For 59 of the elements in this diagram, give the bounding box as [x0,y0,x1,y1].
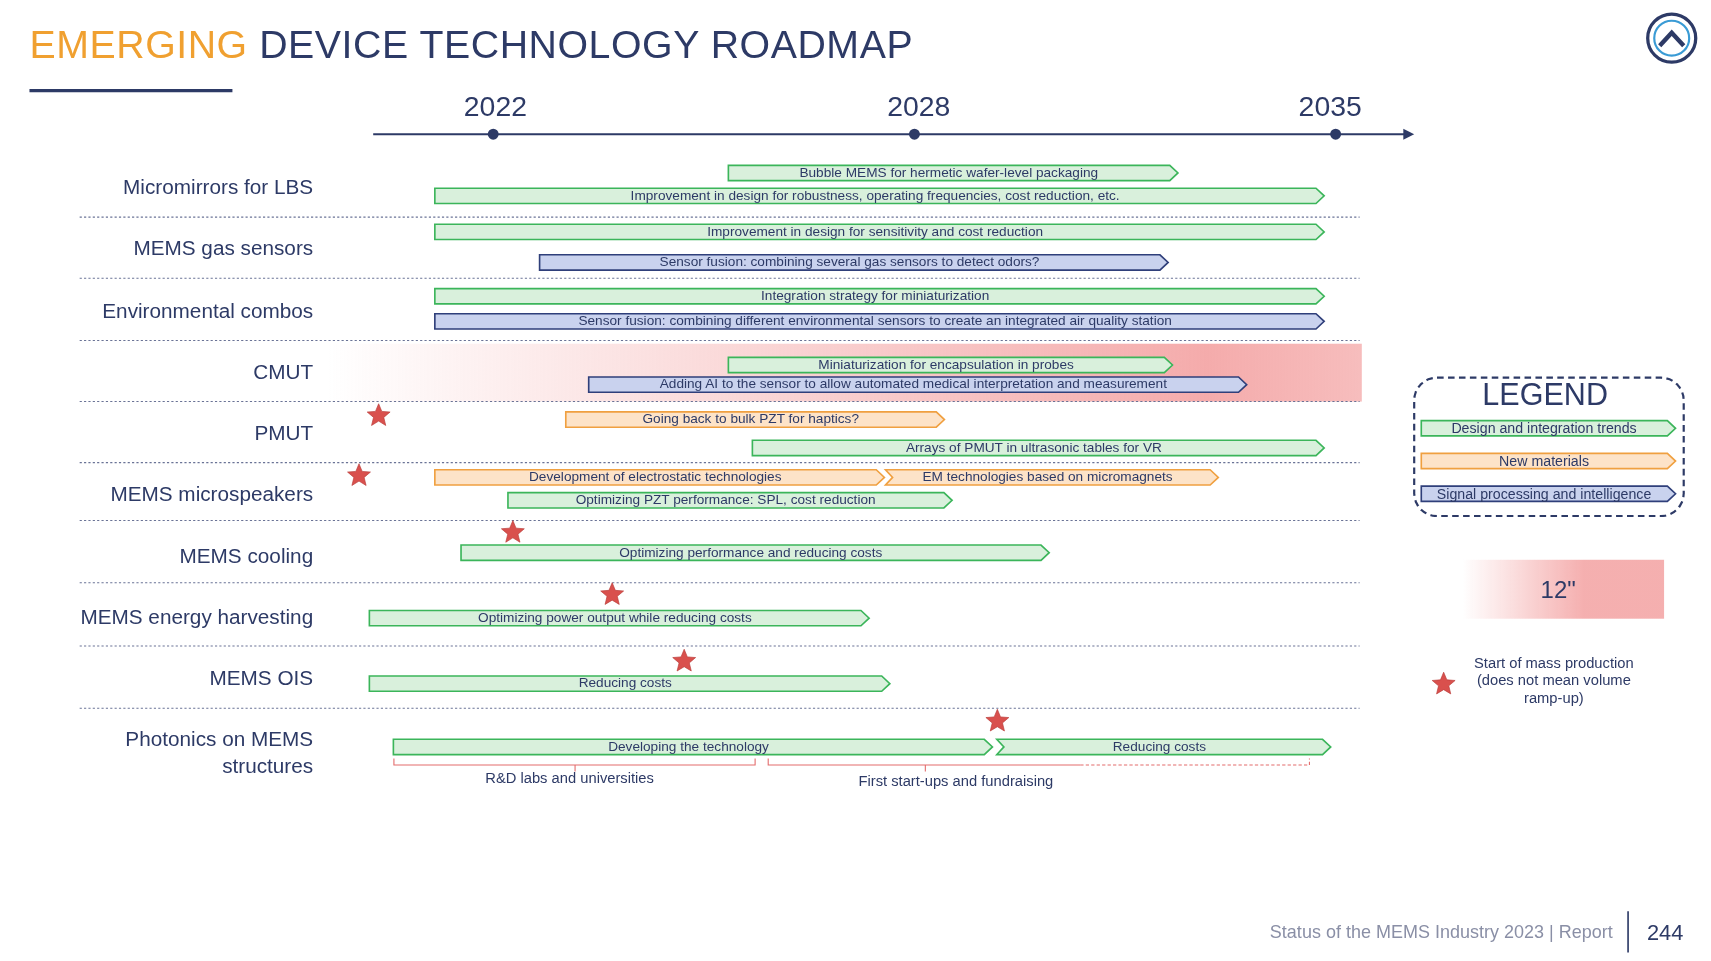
timeline-bar [507,491,953,508]
timeline-bar [884,468,1219,486]
row-label: MEMS microspeakers [109,481,314,508]
year-label: 2028 [886,89,952,123]
timeline-bar [565,410,945,428]
bracket-label: First start-ups and fundraising [857,772,1055,791]
bar-label: Development of electrostatic technologies [528,468,783,486]
row-label: PMUT [253,420,314,447]
bar-label: Integration strategy for miniaturization [760,287,991,304]
row-label: MEMS energy harvesting [79,604,314,631]
timeline-bar [588,375,1248,393]
row-label: Photonics on MEMS structures [124,726,314,779]
bracket-label: R&D labs and universities [484,770,655,788]
row-label: MEMS OIS [208,665,314,692]
bar-label: Sensor fusion: combining different environmental sensors to create an integrated air quality station [577,312,1173,329]
timeline-bar [434,287,1325,304]
bar-label: Reducing costs [577,674,673,692]
bar-label: EM technologies based on micromagnets [921,468,1174,486]
timeline-bar [460,543,1050,561]
title: EMERGING DEVICE TECHNOLOGY ROADMAP [29,21,914,68]
bar-label: Optimizing performance and reducing costs [618,543,884,561]
bar-label: Arrays of PMUT in ultrasonic tables for VR [904,439,1163,456]
timeline-bar [368,674,891,692]
timeline-bar [434,312,1325,329]
timeline-bar [996,738,1332,755]
legend-label: Signal processing and intelligence [1435,485,1653,502]
bar-label: Sensor fusion: combining several gas sensors to detect odors? [658,253,1041,271]
row-label: CMUT [252,359,314,385]
legend-label: New materials [1498,452,1590,469]
page-number: 244 [1645,919,1685,944]
bar-label: Adding AI to the sensor to allow automated medical interpretation and measurement [658,375,1168,393]
bar-label: Improvement in design for sensitivity and cost reduction [706,223,1045,240]
bar-label: Optimizing PZT performance: SPL, cost reduction [574,491,877,508]
bar-label: Bubble MEMS for hermetic wafer-level packaging [798,164,1100,181]
row-label: Environmental combos [101,298,314,324]
legend-label: Start of mass production (does not mean volume ramp-up) [1473,654,1635,708]
year-label: 2022 [462,89,528,123]
year-label: 2035 [1297,89,1363,123]
timeline-bar [539,253,1169,271]
bar-label: Reducing costs [1111,738,1208,755]
timeline-bar [434,468,885,486]
timeline-bar [392,738,993,755]
row-label: MEMS gas sensors [132,235,314,262]
timeline-bar [368,609,870,626]
timeline-bar [727,164,1179,181]
bar-label: Miniaturization for encapsulation in probes [817,356,1075,373]
legend-label: 12" [1539,576,1577,605]
timeline-bar [751,439,1325,456]
bar-label: Developing the technology [607,738,770,755]
bar-label: Going back to bulk PZT for haptics? [641,410,861,428]
bar-label: Optimizing power output while reducing costs [477,609,753,626]
timeline-bar [434,187,1325,204]
timeline-bar [434,223,1325,240]
row-label: Micromirrors for LBS [122,174,314,201]
legend-label: Design and integration trends [1450,419,1638,436]
row-label: MEMS cooling [178,543,314,570]
footer-text: Status of the MEMS Industry 2023 | Report [1269,921,1613,943]
legend-title: LEGEND [1481,377,1609,413]
bar-label: Improvement in design for robustness, operating frequencies, cost reduction, etc. [629,187,1121,204]
